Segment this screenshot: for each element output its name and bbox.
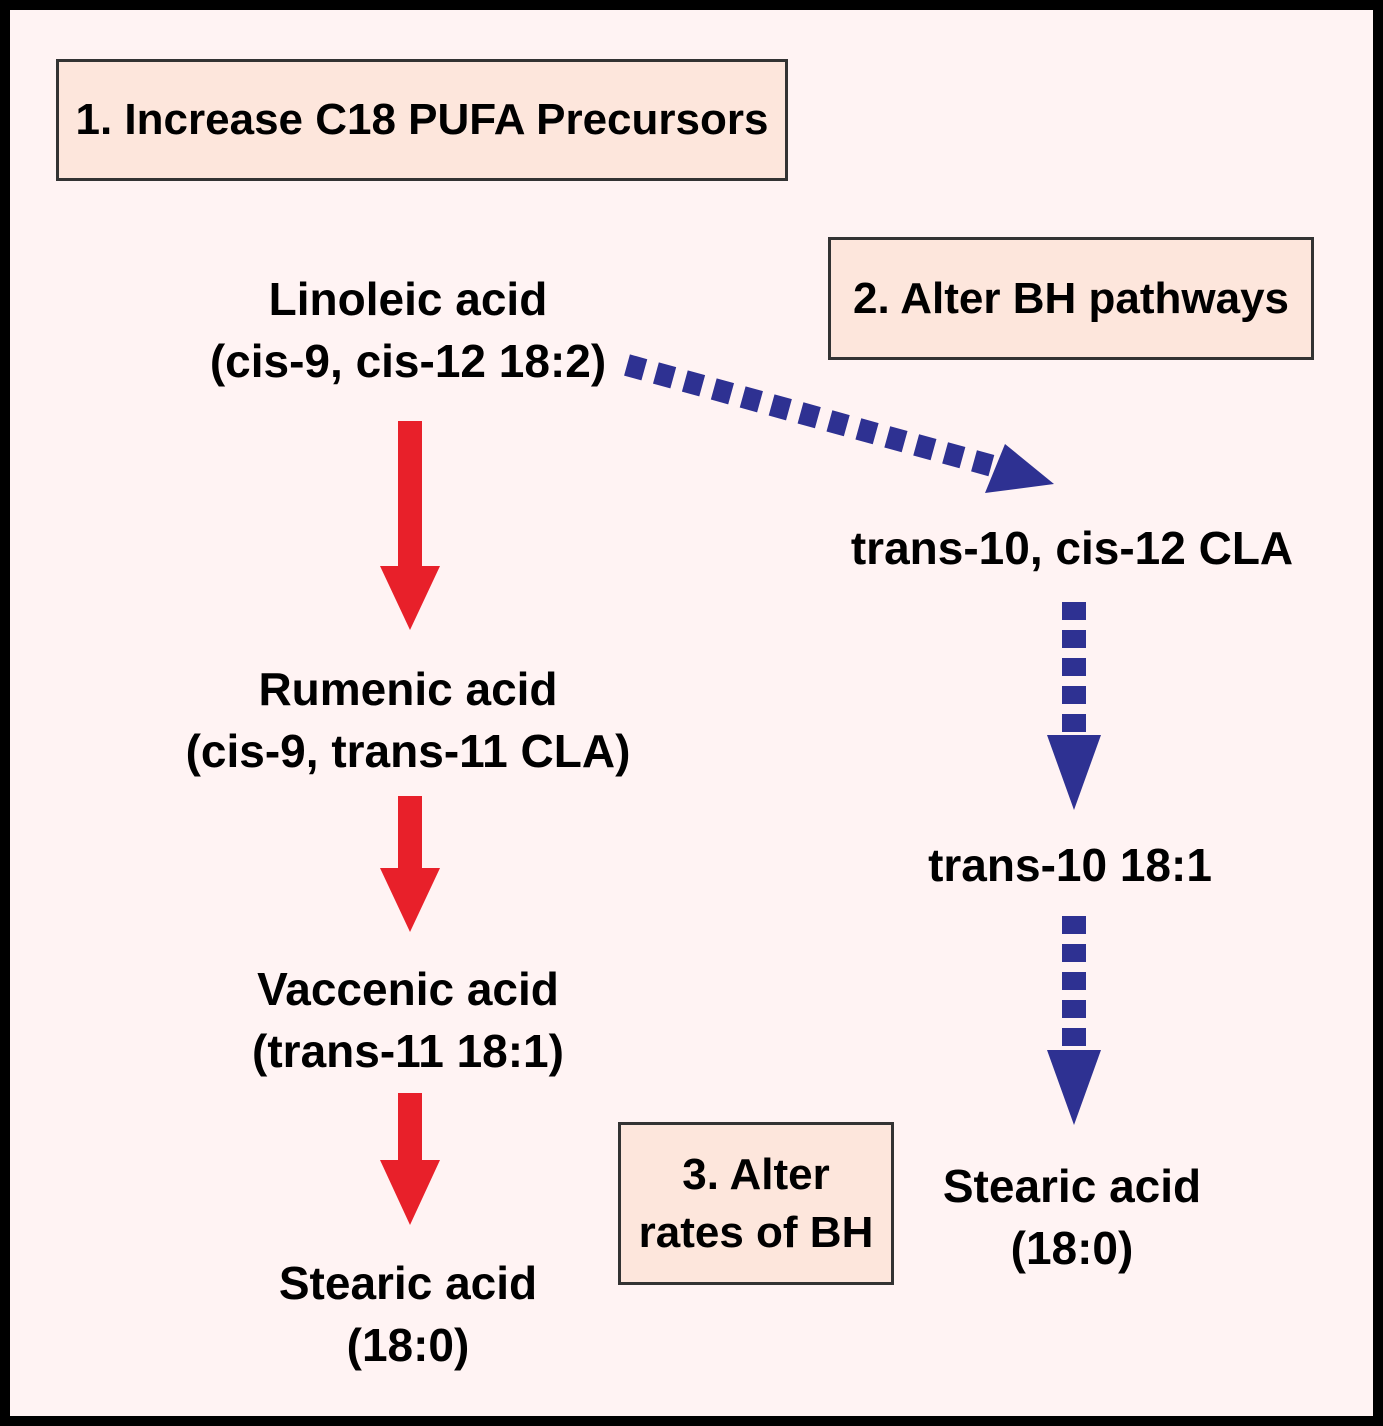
stearic-acid-left-label: Stearic acid (18:0)	[279, 1252, 537, 1376]
vaccenic-acid-label: Vaccenic acid (trans-11 18:1)	[252, 958, 564, 1082]
step3-label-line2: rates of BH	[638, 1207, 874, 1257]
step1-label: 1. Increase C18 PUFA Precursors	[75, 95, 769, 144]
stearic-acid-right-label: Stearic acid (18:0)	[943, 1155, 1201, 1279]
stearic-acid-right-formula: (18:0)	[1010, 1222, 1134, 1275]
rumenic-acid-formula: (cis-9, trans-11 CLA)	[185, 725, 631, 778]
stearic-acid-left-formula: (18:0)	[346, 1319, 470, 1372]
linoleic-acid-name: Linoleic acid	[268, 273, 548, 325]
stearic-acid-right-name: Stearic acid	[942, 1160, 1202, 1212]
step2-label: 2. Alter BH pathways	[852, 273, 1290, 323]
rumenic-acid-name: Rumenic acid	[258, 663, 558, 715]
red-arrow-linoleic-to-rumenic	[380, 421, 440, 630]
blue-dashed-arrow-linoleic-to-cla	[624, 354, 1054, 493]
step2-box: 2. Alter BH pathways	[828, 237, 1314, 360]
stearic-acid-left-name: Stearic acid	[278, 1257, 538, 1309]
trans10-cis12-cla-label: trans-10, cis-12 CLA	[851, 525, 1293, 571]
red-arrow-rumenic-to-vaccenic	[380, 796, 440, 932]
linoleic-acid-formula: (cis-9, cis-12 18:2)	[209, 335, 607, 388]
linoleic-acid-label: Linoleic acid (cis-9, cis-12 18:2)	[210, 268, 606, 392]
red-arrow-vaccenic-to-stearic	[380, 1093, 440, 1225]
rumenic-acid-label: Rumenic acid (cis-9, trans-11 CLA)	[186, 658, 631, 782]
trans10-cis12-cla-text: trans-10, cis-12 CLA	[850, 522, 1294, 574]
vaccenic-acid-name: Vaccenic acid	[257, 963, 559, 1015]
step1-box: 1. Increase C18 PUFA Precursors	[56, 59, 788, 181]
step3-box: 3. Alter rates of BH	[618, 1122, 894, 1285]
vaccenic-acid-formula: (trans-11 18:1)	[252, 1025, 564, 1078]
trans10-18-1-label: trans-10 18:1	[928, 842, 1212, 888]
blue-dashed-arrow-cla-to-trans10	[1047, 602, 1101, 810]
trans10-18-1-text: trans-10 18:1	[928, 839, 1212, 891]
step3-label-line1: 3. Alter	[682, 1150, 830, 1200]
blue-dashed-arrow-trans10-to-stearic	[1047, 916, 1101, 1125]
